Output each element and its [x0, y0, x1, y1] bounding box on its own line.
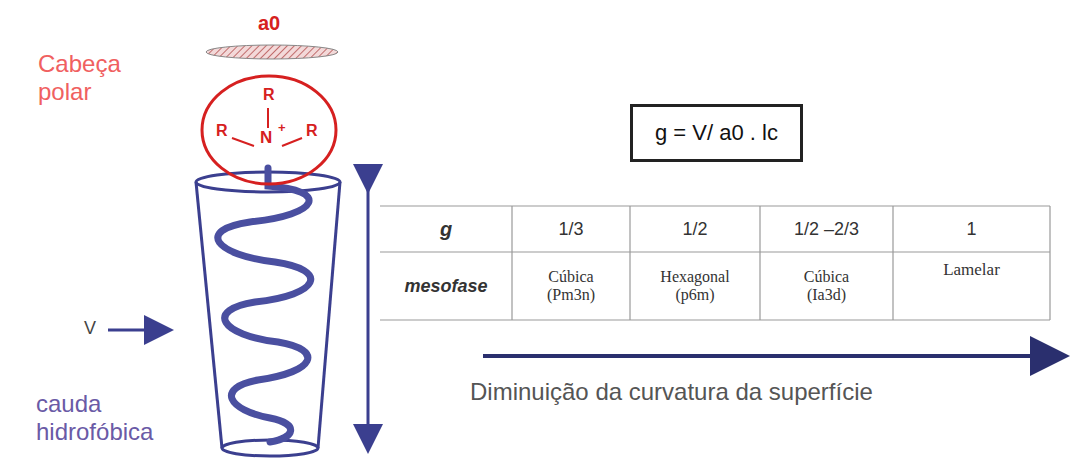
- head-ellipse: [202, 76, 336, 184]
- part-label: Diminuição da curvatura da superfície: [470, 378, 873, 406]
- area-disc: [206, 45, 338, 59]
- table-cell: 1: [893, 206, 1050, 252]
- atom-label: N: [260, 128, 272, 148]
- formula-text: g = V/ a0 . lc: [655, 120, 778, 146]
- hydrophobic-spiral: [218, 168, 311, 442]
- atom-label: R: [216, 122, 228, 140]
- table-cell: mesofase: [380, 252, 512, 320]
- area-label: a0: [258, 12, 280, 35]
- table-cell: 1/2: [630, 206, 760, 252]
- length-arrow: [367, 188, 370, 448]
- atom-label: R: [263, 86, 275, 104]
- part-label: Cabeça polar: [38, 50, 168, 105]
- atom-label: +: [278, 120, 286, 135]
- table-cell: Cúbica (Ia3d): [760, 252, 893, 320]
- volume-arrow: [108, 329, 168, 332]
- table-cell: 1/3: [512, 206, 630, 252]
- atom-label: R: [306, 122, 318, 140]
- trend-arrow: [483, 354, 1062, 358]
- table-grid: [380, 206, 1050, 320]
- table-cell: Hexagonal (p6m): [630, 252, 760, 320]
- table-cell: Cúbica (Pm3n): [512, 252, 630, 320]
- table-cell: 1/2 –2/3: [760, 206, 893, 252]
- formula-box: g = V/ a0 . lc: [630, 104, 803, 162]
- part-label: V: [84, 318, 96, 339]
- part-label: cauda hidrofóbica: [36, 390, 196, 445]
- table-cell: Lamelar: [893, 252, 1050, 320]
- table-cell: g: [380, 206, 512, 252]
- polar-head: R R N + R: [198, 72, 340, 188]
- cone: [196, 172, 340, 456]
